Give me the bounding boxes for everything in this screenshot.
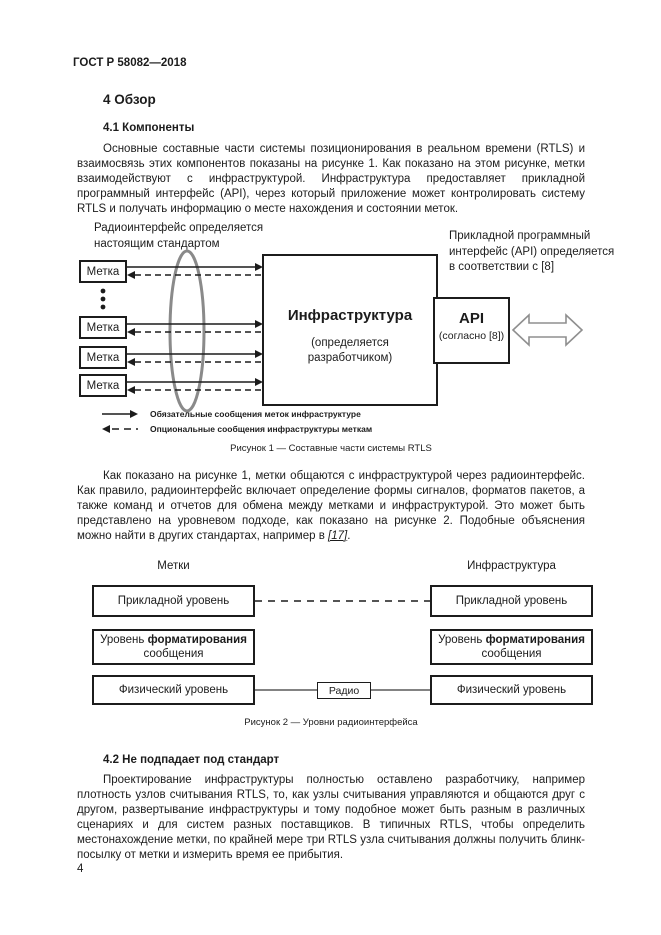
figure-2-caption: Рисунок 2 — Уровни радиоинтерфейса: [244, 717, 418, 728]
scope-paragraph: Проектирование инфраструктуры полностью …: [77, 774, 585, 861]
application-layer-box-left: Прикладной уровень: [92, 585, 255, 617]
tag-label: Метка: [86, 321, 120, 334]
paragraph-text: Как показано на рисунке 1, метки общаютс…: [77, 470, 585, 542]
format-layer-line2: сообщения: [143, 648, 204, 660]
format-layer-line1: Уровень форматирования: [100, 633, 247, 647]
format-layer-text-bold: форматирования: [147, 634, 247, 646]
tag-label: Метка: [86, 351, 120, 364]
figure-1-caption: Рисунок 1 — Составные части системы RTLS: [230, 443, 432, 454]
reference-link-17[interactable]: [17]: [328, 530, 348, 542]
figure-1: Радиоинтерфейс определяется настоящим ст…: [77, 219, 614, 457]
section-heading: 4 Обзор: [103, 92, 156, 107]
ellipsis-dots-icon: [100, 288, 106, 310]
document-number: ГОСТ Р 58082—2018: [73, 57, 187, 69]
physical-layer-box-right: Физический уровень: [430, 675, 593, 705]
format-layer-text-bold: форматирования: [485, 634, 585, 646]
format-layer-box-right: Уровень форматирования сообщения: [430, 629, 593, 665]
tag-box: Метка: [79, 260, 127, 283]
format-layer-line1: Уровень форматирования: [438, 633, 585, 647]
api-title: API: [458, 310, 484, 327]
api-note: Прикладной программный интерфейс (API) о…: [449, 230, 615, 273]
api-bidirectional-arrow-icon: [511, 313, 584, 347]
application-layer-box-right: Прикладной уровень: [430, 585, 593, 617]
radio-interface-note: Радиоинтерфейс определяется настоящим ст…: [94, 222, 264, 250]
components-paragraph: Основные составные части системы позицио…: [77, 143, 585, 215]
tag-box: Метка: [79, 316, 127, 339]
figure-2-connectors: [255, 600, 430, 691]
legend-dashed-label: Опциональные сообщения инфраструктуры ме…: [150, 424, 373, 434]
tag-box: Метка: [79, 374, 127, 397]
page-number: 4: [77, 863, 84, 875]
legend-solid-arrow-icon: [102, 410, 138, 418]
figure-2: Метки Инфраструктура Прикладной уровень …: [77, 560, 593, 735]
infrastructure-title: Инфраструктура: [287, 307, 413, 324]
legend-solid-label: Обязательные сообщения меток инфраструкт…: [150, 409, 361, 419]
radio-coverage-ellipse-icon: [168, 249, 206, 413]
optional-message-arrows-icon: [127, 271, 262, 394]
column-header-tags: Метки: [157, 560, 190, 572]
subsection-scope-heading: 4.2 Не подпадает под стандарт: [103, 754, 280, 766]
infrastructure-subtitle: (определяется разработчиком): [307, 337, 393, 364]
radio-interface-paragraph: Как показано на рисунке 1, метки общаютс…: [77, 469, 585, 544]
mandatory-message-arrows-icon: [127, 263, 263, 386]
format-layer-text: Уровень: [438, 634, 486, 646]
infrastructure-box: Инфраструктура (определяется разработчик…: [262, 254, 438, 406]
figure-1-connectors: [100, 249, 584, 433]
radio-box: Радио: [317, 682, 371, 699]
format-layer-line2: сообщения: [481, 648, 542, 660]
legend-dashed-arrow-icon: [102, 425, 138, 433]
format-layer-box-left: Уровень форматирования сообщения: [92, 629, 255, 665]
tag-label: Метка: [86, 265, 120, 278]
api-box: API (согласно [8]): [433, 297, 510, 364]
paragraph-text: .: [347, 530, 351, 542]
physical-layer-box-left: Физический уровень: [92, 675, 255, 705]
tag-box: Метка: [79, 346, 127, 369]
column-header-infrastructure: Инфраструктура: [467, 560, 556, 572]
tag-label: Метка: [86, 379, 120, 392]
format-layer-text: Уровень: [100, 634, 148, 646]
subsection-components-heading: 4.1 Компоненты: [103, 122, 195, 134]
api-subtitle: (согласно [8]): [438, 330, 505, 342]
